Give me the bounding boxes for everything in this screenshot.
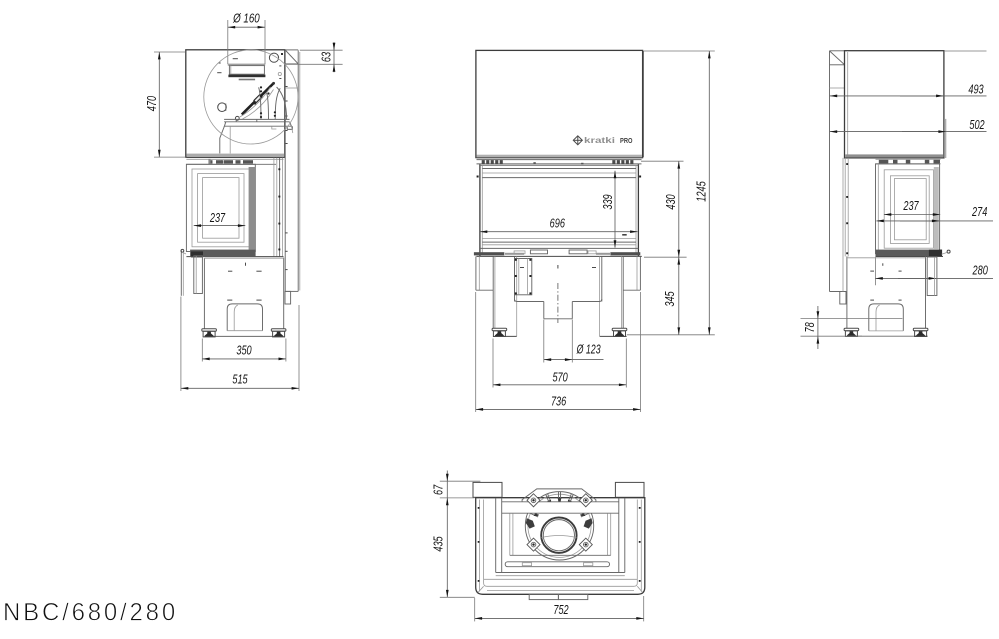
svg-text:1245: 1245 [694,181,708,202]
svg-text:502: 502 [969,118,984,132]
svg-text:78: 78 [803,322,817,332]
svg-text:696: 696 [550,216,565,230]
svg-text:736: 736 [551,395,566,409]
svg-text:274: 274 [971,205,987,219]
svg-text:280: 280 [972,264,988,278]
svg-text:kratki: kratki [584,136,615,145]
svg-text:470: 470 [145,96,159,111]
svg-text:237: 237 [209,211,226,225]
svg-text:570: 570 [552,371,567,385]
svg-text:237: 237 [903,199,920,213]
svg-text:430: 430 [664,194,678,209]
svg-text:63: 63 [320,52,334,62]
svg-text:NBC/680/280: NBC/680/280 [3,600,178,627]
svg-text:Ø 160: Ø 160 [232,11,259,25]
svg-text:350: 350 [236,343,251,357]
svg-text:345: 345 [663,291,677,307]
svg-text:339: 339 [601,194,615,209]
svg-text:PRO: PRO [620,136,633,145]
svg-text:67: 67 [432,484,446,495]
svg-text:752: 752 [553,603,568,617]
svg-text:515: 515 [232,373,248,387]
svg-text:435: 435 [432,536,446,552]
svg-text:493: 493 [968,83,983,97]
svg-text:Ø 123: Ø 123 [576,343,601,357]
